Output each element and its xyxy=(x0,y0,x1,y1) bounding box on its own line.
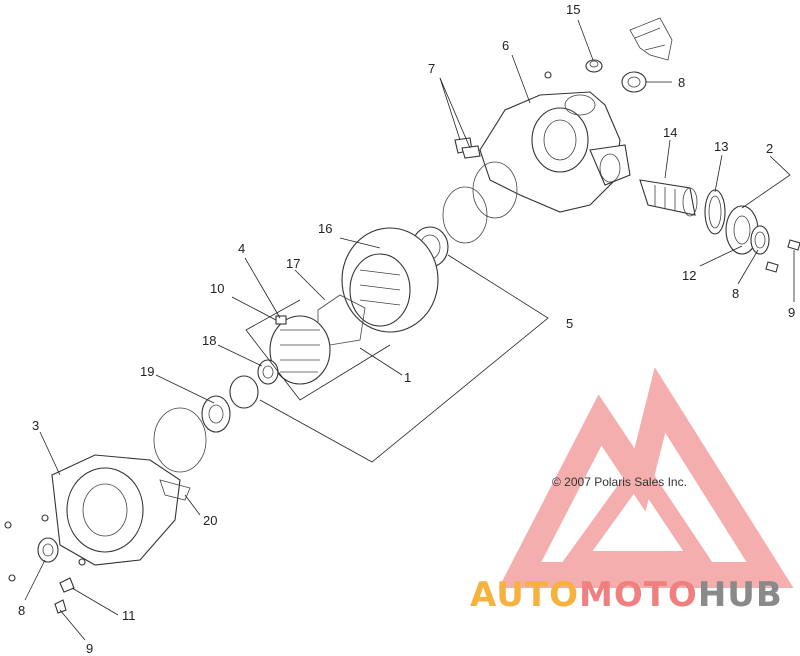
bolts-lower-left xyxy=(4,514,86,582)
leader-lines xyxy=(24,19,795,641)
shaft-part-14 xyxy=(639,179,698,217)
callout-12: 12 xyxy=(682,268,696,283)
front-cover-part-3 xyxy=(51,454,191,566)
callout-16: 16 xyxy=(318,221,332,236)
callout-13: 13 xyxy=(714,139,728,154)
bolt-part-12 xyxy=(765,261,779,273)
watermark-brand-part1: AUTO xyxy=(470,575,579,615)
callout-17: 17 xyxy=(286,256,300,271)
callout-11: 11 xyxy=(122,608,136,623)
bearing-part-19 xyxy=(201,375,259,433)
callout-5: 5 xyxy=(566,316,573,331)
seal-part-8-top xyxy=(621,71,647,93)
gearcase-housing-part-6 xyxy=(479,91,631,213)
plug-part-15 xyxy=(585,59,603,73)
callout-2: 2 xyxy=(766,141,773,156)
callout-14: 14 xyxy=(663,125,677,140)
bolt-part-7 xyxy=(454,137,481,159)
seal-part-8-right xyxy=(750,225,770,255)
bracket-part xyxy=(629,17,673,61)
watermark-brand-part2: MOTO xyxy=(579,575,698,615)
watermark-logo-icon xyxy=(498,367,794,588)
watermark-brand-part3: HUB xyxy=(698,575,783,615)
callout-labels: 15 6 7 8 14 13 2 16 4 17 10 18 12 8 9 5 … xyxy=(18,2,795,656)
ring-part-13 xyxy=(704,189,726,235)
callout-15: 15 xyxy=(566,2,580,17)
callout-8-top: 8 xyxy=(678,75,685,90)
callout-8-right: 8 xyxy=(732,286,739,301)
seal-part-8-lower xyxy=(37,537,59,563)
callout-7: 7 xyxy=(428,61,435,76)
callout-9-lower: 9 xyxy=(86,641,93,656)
callout-19: 19 xyxy=(140,364,154,379)
copyright-notice: © 2007 Polaris Sales Inc. xyxy=(552,475,687,489)
callout-10: 10 xyxy=(210,281,224,296)
callout-6: 6 xyxy=(502,38,509,53)
screw-part-small xyxy=(544,71,552,79)
callout-1: 1 xyxy=(404,370,411,385)
callout-8-lower: 8 xyxy=(18,603,25,618)
stud-part-11 xyxy=(59,577,75,593)
ring-part-20 xyxy=(153,407,207,473)
shim-rings-part xyxy=(442,161,518,244)
ring-gear-part-16 xyxy=(341,227,439,333)
callout-9-right: 9 xyxy=(788,305,795,320)
bolt-part-9-lower xyxy=(54,599,67,614)
watermark-brand: AUTOMOTOHUB xyxy=(470,575,783,615)
pin-part-4 xyxy=(275,315,287,325)
roller-cage-part-1 xyxy=(269,315,331,385)
callout-20: 20 xyxy=(203,513,217,528)
bolt-part-9-right xyxy=(787,239,800,251)
callout-18: 18 xyxy=(202,333,216,348)
callout-3: 3 xyxy=(32,418,39,433)
bearing-part-18 xyxy=(257,359,279,385)
callout-4: 4 xyxy=(238,241,245,256)
